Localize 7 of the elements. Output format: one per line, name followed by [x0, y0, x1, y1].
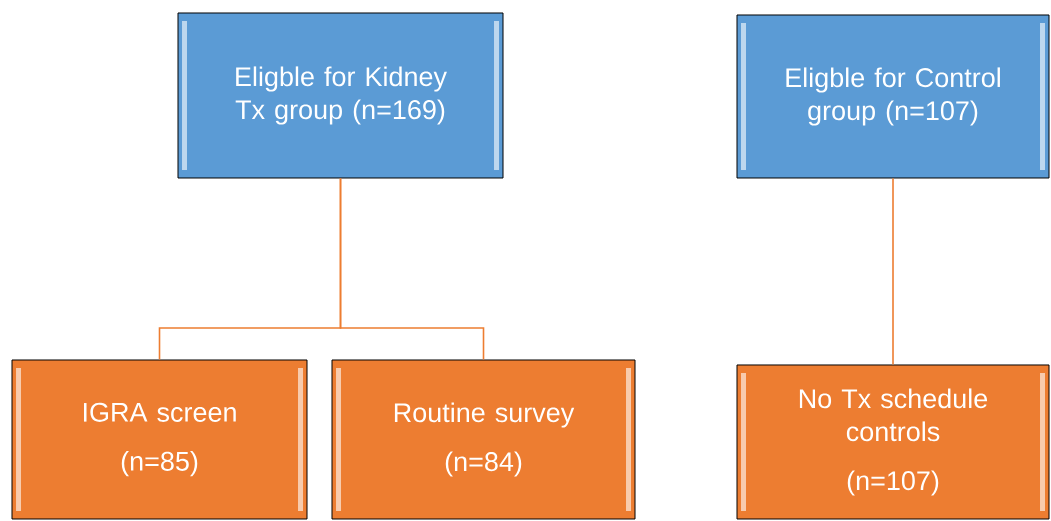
flow-box: Routine survey (n=84)	[331, 359, 636, 520]
connector-line	[892, 177, 894, 366]
flow-box: IGRA screen (n=85)	[11, 359, 308, 520]
connector-line	[339, 177, 485, 361]
flow-box: No Tx schedule controls (n=107)	[736, 364, 1050, 520]
flow-box: Eligble for Control group (n=107)	[736, 14, 1050, 179]
flow-box: Eligble for Kidney Tx group (n=169)	[177, 12, 504, 179]
